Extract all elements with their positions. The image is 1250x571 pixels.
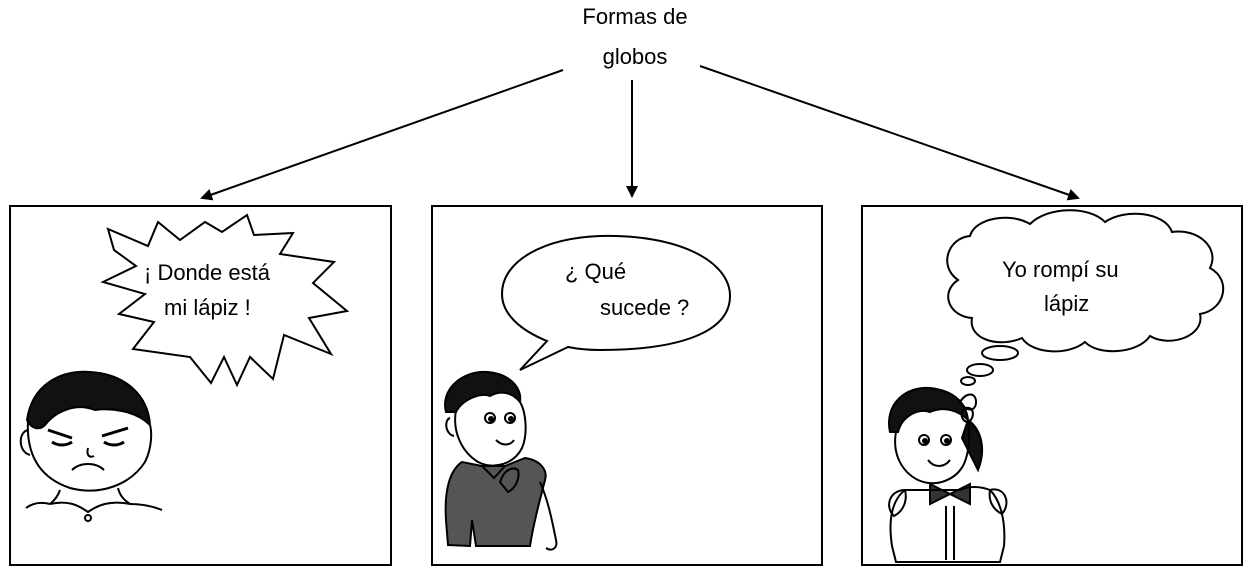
angry-boy-icon — [19, 370, 163, 522]
bubble-text-line-2: lápiz — [1044, 291, 1089, 316]
girl-thinking-icon — [888, 386, 1008, 563]
bubble-text-line-1: ¿ Qué — [565, 259, 626, 284]
boy-speaking-icon — [444, 370, 558, 551]
arrow-left — [200, 69, 564, 201]
arrow-right — [699, 65, 1080, 201]
thought-dot — [981, 345, 1019, 361]
bubble-text-line-1: Yo rompí su — [1002, 257, 1119, 282]
shout-bubble — [100, 213, 350, 388]
title-line-1: Formas de — [582, 4, 688, 29]
panel-1: ¡ Donde está mi lápiz ! — [9, 205, 392, 566]
panel-3: Yo rompí su lápiz — [861, 205, 1243, 566]
bubble-text-line-1: ¡ Donde está — [144, 260, 271, 285]
thought-dot — [966, 363, 994, 377]
bubble-text-line-2: mi lápiz ! — [164, 295, 251, 320]
thought-dot — [960, 376, 976, 386]
title-line-2: globos — [602, 44, 668, 69]
speech-bubble — [500, 234, 732, 371]
bubble-text-line-2: sucede ? — [600, 295, 689, 320]
thought-bubble — [946, 209, 1225, 353]
panel-2: ¿ Qué sucede ? — [431, 205, 823, 566]
